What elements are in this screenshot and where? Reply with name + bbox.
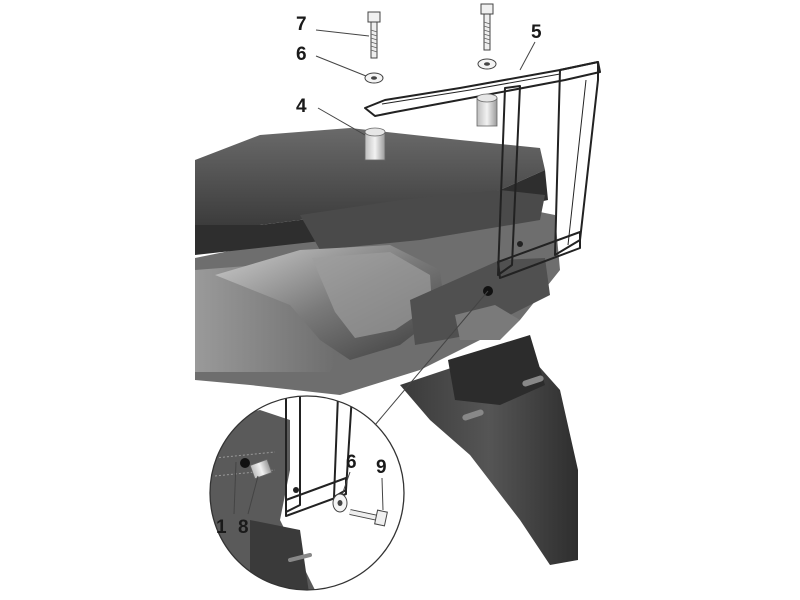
callout-8: 8 xyxy=(238,517,249,538)
washer-left xyxy=(364,72,384,84)
bolts xyxy=(367,3,494,59)
detail-washer xyxy=(332,493,348,513)
detail-rack-cross xyxy=(285,477,347,517)
grab-rail xyxy=(300,190,545,250)
detail-bolt xyxy=(349,509,388,527)
washers xyxy=(364,58,497,84)
bolt-left xyxy=(367,11,381,59)
rack-bracket xyxy=(364,61,601,279)
rack-top-plate xyxy=(364,61,601,117)
callout-6-detail: 6 xyxy=(346,452,357,473)
callout-6-top: 6 xyxy=(296,44,307,65)
callout-7: 7 xyxy=(296,14,307,35)
detail-spacer xyxy=(249,458,273,480)
rack-hole xyxy=(517,241,523,247)
rack-arm-right-inner xyxy=(567,79,587,246)
spacer-right xyxy=(476,93,498,127)
spacers xyxy=(364,93,498,161)
callout-1: 1 xyxy=(216,517,227,538)
rear-fender xyxy=(400,345,578,565)
bolt-right xyxy=(480,3,494,51)
rack-arm-right xyxy=(554,61,599,256)
rack-top-plate-inner xyxy=(381,73,561,105)
callout-leaders xyxy=(233,29,536,515)
license-plate-holder xyxy=(410,258,550,345)
reflector-left xyxy=(462,409,484,421)
scooter-rear xyxy=(195,128,578,565)
detail-hole xyxy=(240,458,250,468)
rack-arm-left xyxy=(497,85,521,276)
rack-crossbar xyxy=(497,231,581,279)
reflector-right xyxy=(522,375,544,387)
detail-circle-border xyxy=(209,395,405,591)
callout-5: 5 xyxy=(531,22,542,43)
callout-labels: 7 6 4 5 6 9 1 8 xyxy=(216,14,542,538)
washer-right xyxy=(477,58,497,70)
tail-light-lens xyxy=(312,252,432,338)
detail-leader xyxy=(374,290,489,426)
mudguard xyxy=(448,335,545,405)
detail-rack-left xyxy=(285,396,301,513)
callout-9: 9 xyxy=(376,457,387,478)
rear-pad xyxy=(455,305,520,340)
callout-4: 4 xyxy=(296,96,307,117)
spacer-left xyxy=(364,127,386,161)
detail-view xyxy=(209,395,405,591)
seat xyxy=(195,128,545,225)
